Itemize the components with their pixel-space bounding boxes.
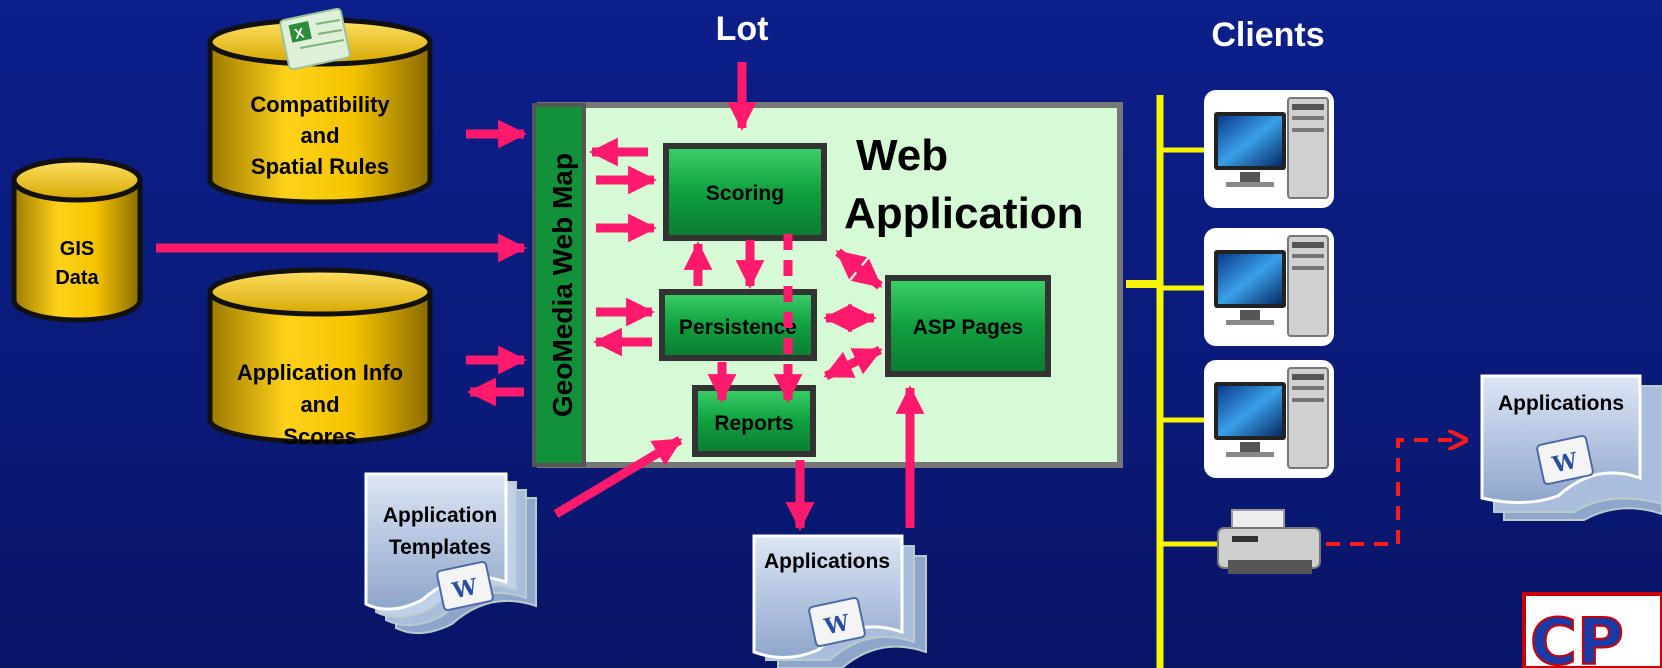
applications-right-label: Applications xyxy=(1498,392,1624,415)
word-document-icon: W xyxy=(436,560,494,612)
client-computer-1 xyxy=(1204,90,1334,208)
client-computer-2 xyxy=(1204,228,1334,346)
compat-label-2: and xyxy=(300,123,339,148)
templates-to-reports-arrow xyxy=(553,436,683,518)
reports-module: Reports xyxy=(692,385,816,457)
applications-bottom-label: Applications xyxy=(764,550,890,573)
flow-arrows xyxy=(156,62,925,531)
printer-output-dashed-arrow xyxy=(1326,440,1466,546)
network-bus xyxy=(1126,95,1218,668)
spreadsheet-icon: X xyxy=(279,7,351,71)
svg-text:W: W xyxy=(449,574,480,605)
gis-label-2: Data xyxy=(55,267,99,289)
scoring-module: Scoring xyxy=(663,143,827,241)
application-info-database: Application Info and Scores xyxy=(207,267,433,449)
applications-documents-right: W Applications xyxy=(1480,374,1662,521)
svg-text:X: X xyxy=(293,24,306,42)
web-app-title-2: Application xyxy=(844,189,1084,238)
gis-label-1: GIS xyxy=(60,238,94,260)
appinfo-label-1: Application Info xyxy=(237,360,403,385)
svg-text:W: W xyxy=(1549,448,1580,479)
gis-data-database: GIS Data xyxy=(11,157,143,323)
appinfo-label-2: and xyxy=(300,392,339,417)
compat-label-1: Compatibility xyxy=(250,92,390,117)
asp-pages-label: ASP Pages xyxy=(913,316,1024,339)
application-templates-documents: W Application Templates xyxy=(364,472,537,635)
compat-label-3: Spatial Rules xyxy=(251,154,389,179)
printer-icon xyxy=(1217,509,1321,574)
web-app-title-1: Web xyxy=(856,131,948,180)
scoring-label: Scoring xyxy=(706,182,784,205)
asp-pages-module: ASP Pages xyxy=(885,275,1051,377)
templates-label-2: Templates xyxy=(389,536,491,559)
reports-asp-arrow xyxy=(823,345,883,381)
word-document-icon: W xyxy=(808,596,866,648)
word-document-icon: W xyxy=(1536,434,1594,486)
applications-documents-bottom: W Applications xyxy=(752,534,927,668)
scoring-asp-arrow xyxy=(835,248,883,290)
templates-label-1: Application xyxy=(383,504,497,527)
lot-heading: Lot xyxy=(716,10,769,48)
clients-heading: Clients xyxy=(1211,16,1324,54)
svg-text:W: W xyxy=(821,610,852,641)
client-computer-3 xyxy=(1204,360,1334,478)
compatibility-rules-database: X Compatibility and Spatial Rules xyxy=(207,7,433,205)
reports-label: Reports xyxy=(714,412,793,435)
persistence-label: Persistence xyxy=(679,316,797,339)
cp-logo: CP xyxy=(1522,592,1662,668)
geomedia-label: GeoMedia Web Map xyxy=(547,153,578,417)
logo-text: CP xyxy=(1530,606,1624,668)
appinfo-label-3: Scores xyxy=(283,424,356,449)
